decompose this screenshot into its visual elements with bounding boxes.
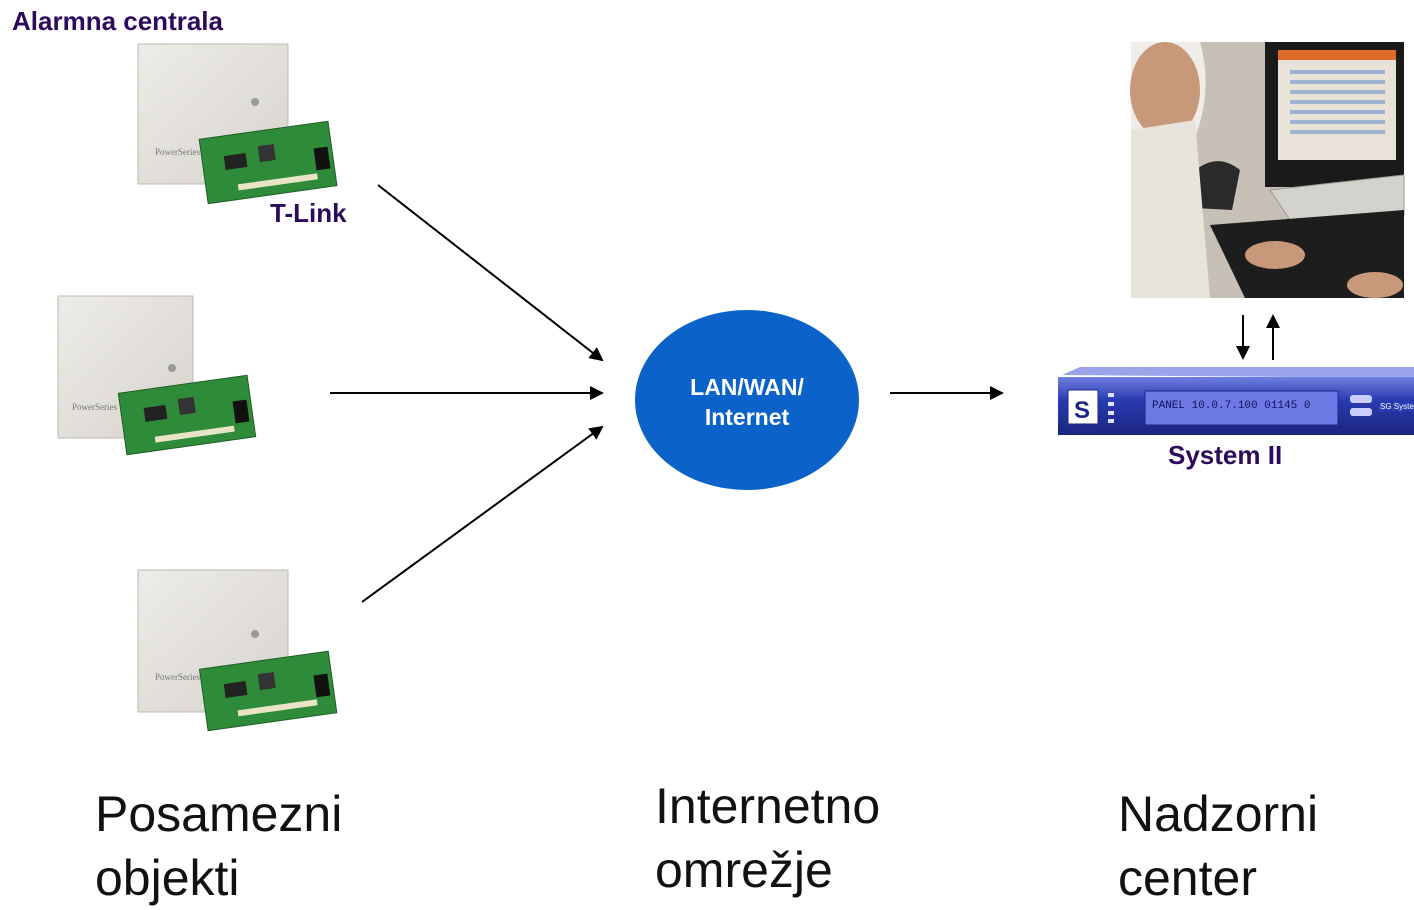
svg-text:SG System: SG System <box>1380 402 1414 411</box>
svg-text:PowerSeries: PowerSeries <box>72 402 117 412</box>
alarm-panel-2: PowerSeries <box>57 295 257 456</box>
operator-photo <box>1130 42 1405 298</box>
tlink-board-1 <box>198 120 338 205</box>
arrow-panel3-to-network <box>361 425 604 603</box>
receiver-device: S PANEL 10.0.7.100 01145 0 SG System <box>1058 367 1414 435</box>
alarm-panel-3: PowerSeries <box>137 569 338 732</box>
arrow-panel1-to-network <box>377 184 604 362</box>
caption-middle-line-1: Internetno <box>655 778 881 834</box>
caption-internet-network: Internetno omrežje <box>655 774 880 902</box>
caption-right-line-2: center <box>1118 850 1257 906</box>
tlink-label: T-Link <box>270 198 347 228</box>
receiver-label: System II <box>1168 440 1283 470</box>
network-cloud-line-1: LAN/WAN/ <box>690 374 804 400</box>
network-cloud <box>635 310 859 490</box>
alarm-panel-1: PowerSeries <box>137 43 338 205</box>
caption-individual-objects: Posamezni objekti <box>95 782 342 910</box>
receiver-display-text: PANEL 10.0.7.100 01145 0 <box>1152 400 1310 412</box>
tlink-board-3 <box>198 650 338 732</box>
caption-left-line-2: objekti <box>95 850 240 906</box>
caption-right-line-1: Nadzorni <box>1118 786 1319 842</box>
tlink-board-2 <box>117 374 257 456</box>
svg-text:PowerSeries: PowerSeries <box>155 147 200 157</box>
caption-left-line-1: Posamezni <box>95 786 343 842</box>
svg-text:S: S <box>1074 397 1090 424</box>
alarm-panel-label: Alarmna centrala <box>12 6 223 36</box>
network-cloud-label: LAN/WAN/ Internet <box>636 372 858 432</box>
svg-text:PowerSeries: PowerSeries <box>155 672 200 682</box>
caption-monitoring-center: Nadzorni center <box>1118 782 1318 910</box>
caption-middle-line-2: omrežje <box>655 842 833 898</box>
network-cloud-line-2: Internet <box>704 404 790 430</box>
